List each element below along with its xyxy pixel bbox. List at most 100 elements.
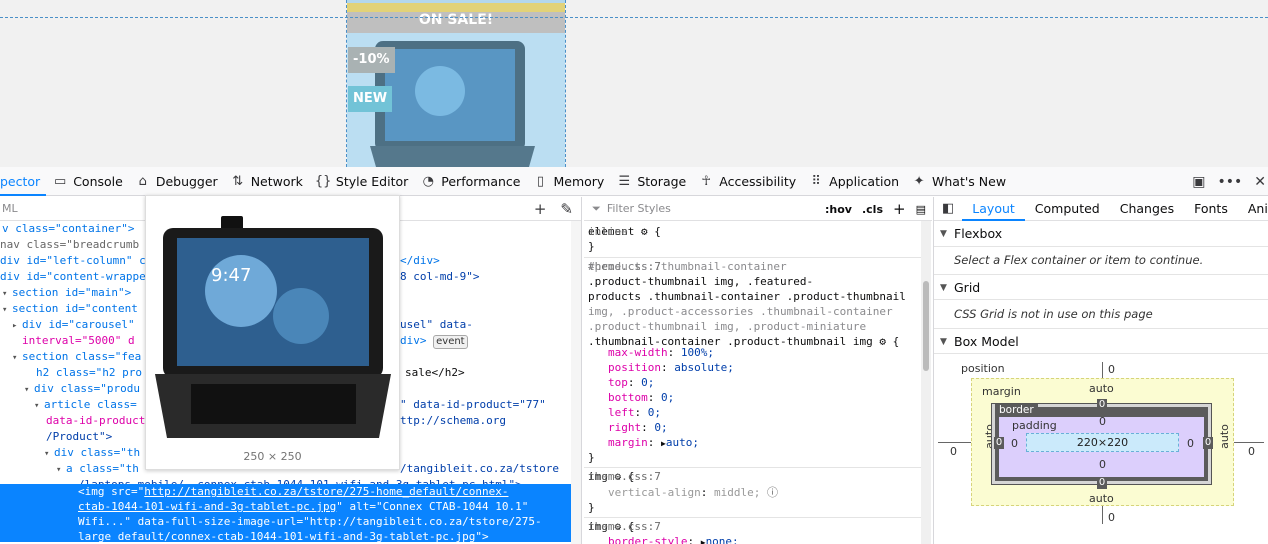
- tab-accessibility[interactable]: ☥ Accessibility: [692, 167, 802, 196]
- markup-line: ctab-1044-101-wifi-and-3g-tablet-pc.jpg"…: [78, 500, 529, 513]
- markup-line-fragment: sale</h2>: [405, 366, 465, 379]
- image-link[interactable]: http://tangibleit.co.za/tstore/275-home_…: [144, 485, 509, 498]
- tab-inspector[interactable]: pector: [0, 167, 47, 196]
- markup-line[interactable]: ▾div class="produ: [24, 382, 140, 395]
- toggle-sidebar-icon[interactable]: ◧: [942, 200, 955, 216]
- content-box[interactable]: 220×220: [1026, 433, 1179, 452]
- padding-bottom[interactable]: 0: [1099, 458, 1106, 471]
- border-left[interactable]: 0: [994, 437, 1004, 449]
- markup-line[interactable]: ▾section class="fea: [12, 350, 142, 363]
- tab-layout[interactable]: Layout: [962, 197, 1025, 221]
- tab-network[interactable]: ⇅ Network: [224, 167, 309, 196]
- markup-scrollbar[interactable]: [571, 221, 581, 544]
- guide-line: [565, 0, 566, 167]
- tab-application[interactable]: ⠿ Application: [802, 167, 905, 196]
- add-node-icon[interactable]: +: [533, 200, 547, 218]
- tablet-preview-image: 9:47: [155, 216, 391, 438]
- tab-fonts[interactable]: Fonts: [1194, 200, 1228, 216]
- markup-line[interactable]: ▸div id="carousel": [12, 318, 135, 331]
- markup-line[interactable]: h2 class="h2 pro: [36, 366, 142, 379]
- storage-icon: ☰: [618, 173, 631, 189]
- tab-storage[interactable]: ☰ Storage: [610, 167, 692, 196]
- padding-right[interactable]: 0: [1187, 437, 1194, 450]
- padding-top[interactable]: 0: [1099, 415, 1106, 428]
- markup-line-fragment: ttp://schema.org: [400, 414, 506, 427]
- print-media-icon[interactable]: ▤: [915, 202, 926, 216]
- border-bottom[interactable]: 0: [1097, 477, 1107, 489]
- rule-source-link[interactable]: theme.css:7: [588, 520, 661, 533]
- style-editor-icon: {}: [314, 173, 332, 189]
- css-declaration[interactable]: border-style: ▶none;: [608, 534, 739, 544]
- markup-line[interactable]: ▾section id="content: [2, 302, 138, 315]
- tab-memory[interactable]: ▯ Memory: [526, 167, 610, 196]
- css-declaration[interactable]: position: absolute;: [608, 361, 734, 374]
- box-model-section-header[interactable]: ▼Box Model: [934, 328, 1268, 354]
- filter-styles-input[interactable]: Filter Styles: [606, 202, 671, 215]
- grid-section-header[interactable]: ▼Grid: [934, 274, 1268, 300]
- on-sale-banner: ON SALE!: [347, 3, 565, 33]
- image-link[interactable]: ctab-1044-101-wifi-and-3g-tablet-pc.jpg: [78, 500, 337, 513]
- css-declaration[interactable]: right: 0;: [608, 421, 668, 434]
- tab-computed[interactable]: Computed: [1034, 200, 1100, 216]
- markup-line[interactable]: nav class="breadcrumb h: [0, 238, 153, 251]
- markup-line[interactable]: interval="5000" d: [22, 334, 135, 347]
- markup-line[interactable]: v class="container">: [2, 222, 135, 235]
- position-top[interactable]: 0: [1108, 363, 1115, 376]
- css-declaration[interactable]: left: 0;: [608, 406, 661, 419]
- markup-line[interactable]: ▾section id="main">: [2, 286, 132, 299]
- add-rule-icon[interactable]: +: [893, 200, 906, 218]
- markup-line: <img src="http://tangibleit.co.za/tstore…: [78, 485, 509, 498]
- tab-animations[interactable]: Anim: [1247, 200, 1268, 216]
- css-declaration[interactable]: top: 0;: [608, 376, 655, 389]
- css-declaration[interactable]: vertical-align: middle; ⓘ: [608, 486, 778, 499]
- tab-whats-new[interactable]: ✦ What's New: [905, 167, 1012, 196]
- markup-line[interactable]: div id="content-wrappe: [0, 270, 146, 283]
- selected-node[interactable]: <img src="http://tangibleit.co.za/tstore…: [0, 484, 572, 543]
- tab-performance[interactable]: ◔ Performance: [414, 167, 526, 196]
- position-right[interactable]: 0: [1248, 445, 1255, 458]
- markup-line[interactable]: ▾div class="th: [44, 446, 141, 459]
- tab-console[interactable]: ▭ Console: [54, 173, 123, 189]
- padding-left[interactable]: 0: [1011, 437, 1018, 450]
- border-right[interactable]: 0: [1203, 437, 1213, 449]
- tab-changes[interactable]: Changes: [1119, 200, 1175, 216]
- cls-toggle[interactable]: .cls: [861, 202, 884, 216]
- eyedropper-icon[interactable]: ✎: [560, 200, 573, 218]
- close-icon[interactable]: ✕: [1254, 173, 1266, 190]
- expand-icon: ▶: [661, 439, 666, 448]
- markup-line[interactable]: /Product">: [46, 430, 113, 443]
- css-declaration[interactable]: margin: ▶auto;: [608, 436, 699, 449]
- scroll-thumb[interactable]: [923, 281, 929, 371]
- memory-icon: ▯: [536, 173, 545, 189]
- more-options-icon[interactable]: •••: [1217, 173, 1243, 190]
- markup-line[interactable]: data-id-product: [46, 414, 146, 427]
- rule-source-link[interactable]: theme.css:7: [588, 470, 661, 483]
- markup-line[interactable]: ▾article class=: [34, 398, 137, 411]
- position-left[interactable]: 0: [950, 445, 957, 458]
- rule-selector[interactable]: element ⚙ {: [588, 225, 661, 238]
- css-declaration[interactable]: bottom: 0;: [608, 391, 675, 404]
- responsive-mode-icon[interactable]: ▣: [1192, 173, 1206, 190]
- margin-bottom[interactable]: auto: [1089, 492, 1114, 505]
- tab-style-editor[interactable]: {} Style Editor: [314, 173, 409, 189]
- rule-source-link[interactable]: theme.css:7: [588, 260, 661, 273]
- flexbox-section-header[interactable]: ▼Flexbox: [934, 221, 1268, 247]
- margin-right[interactable]: auto: [1217, 424, 1231, 449]
- markup-line-fragment: div> event: [400, 333, 468, 349]
- position-bottom[interactable]: 0: [1108, 511, 1115, 524]
- tab-debugger[interactable]: ⌂ Debugger: [129, 167, 224, 196]
- border-top[interactable]: 0: [1097, 399, 1107, 411]
- markup-line-fragment: usel" data-: [400, 318, 473, 331]
- rules-scrollbar[interactable]: [921, 221, 931, 544]
- padding-label: padding: [1012, 419, 1057, 432]
- markup-line[interactable]: div id="left-column" c: [0, 254, 146, 267]
- markup-line[interactable]: ▾a class="th: [56, 462, 139, 475]
- rule-selector: img ⚙ {: [588, 520, 635, 533]
- margin-top[interactable]: auto: [1089, 382, 1114, 395]
- css-declaration[interactable]: max-width: 100%;: [608, 346, 714, 359]
- margin-label: margin: [982, 385, 1021, 398]
- event-badge[interactable]: event: [433, 335, 468, 349]
- gear-icon: ⚙: [879, 335, 887, 348]
- hov-toggle[interactable]: :hov: [825, 202, 852, 216]
- svg-text:9:47: 9:47: [211, 265, 251, 286]
